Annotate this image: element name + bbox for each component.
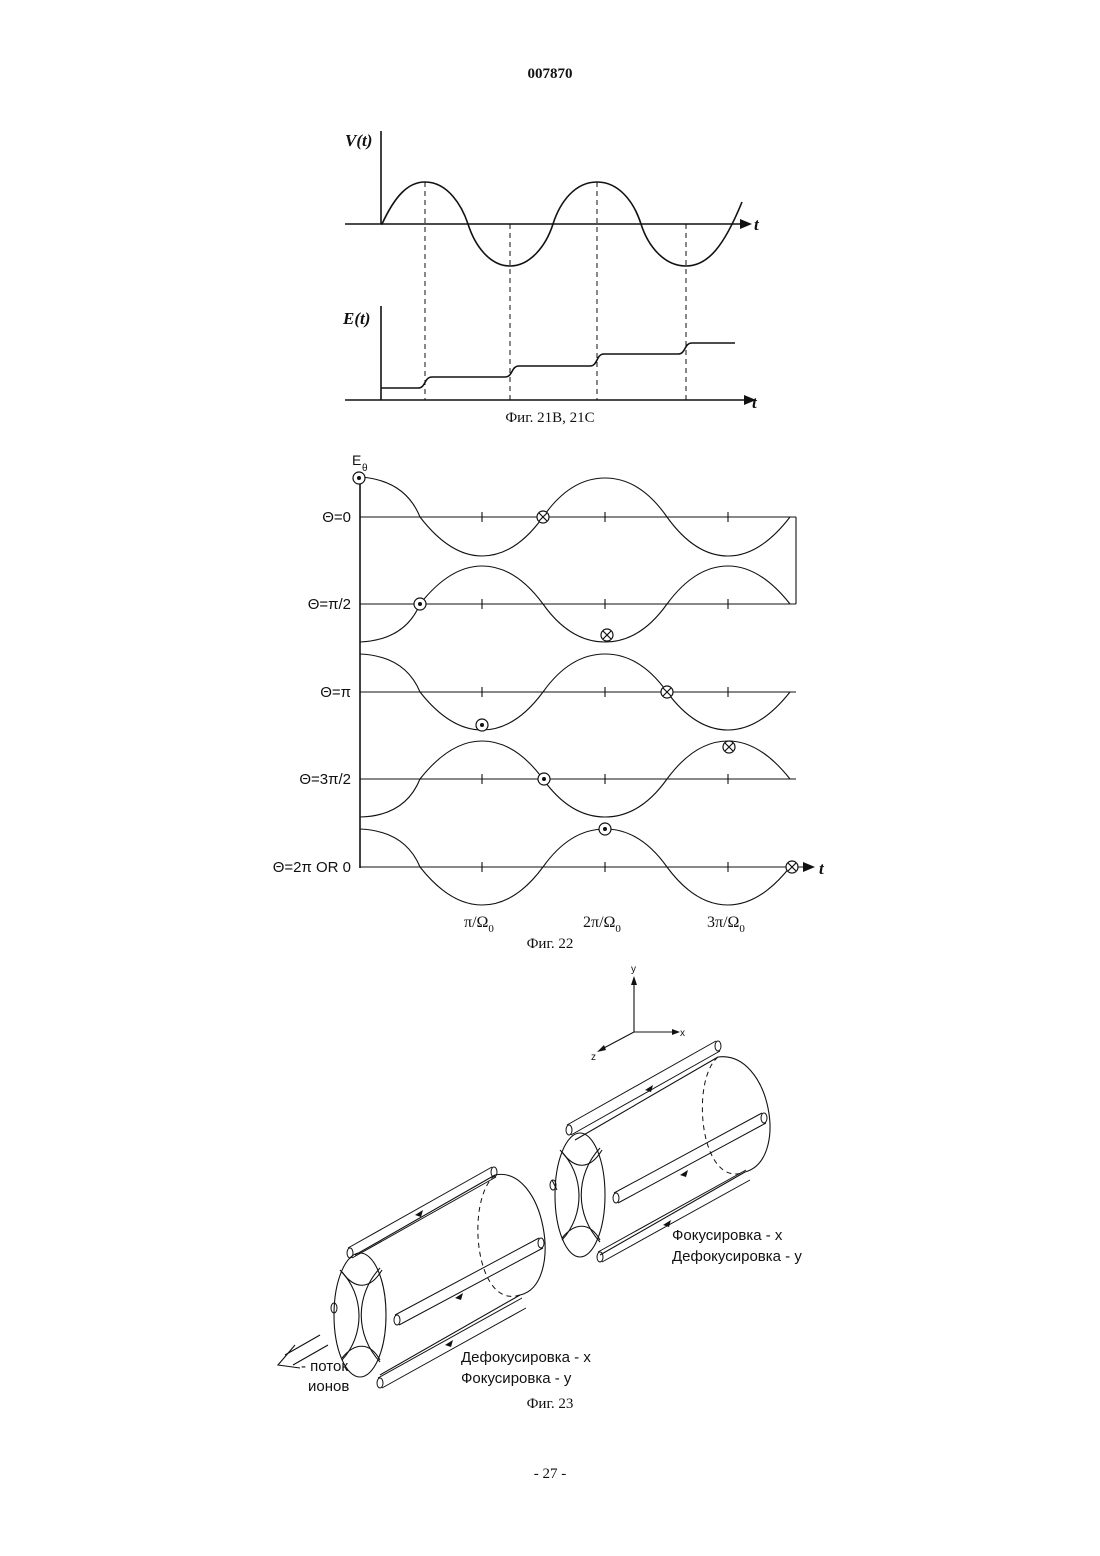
v-t-label: t <box>754 215 760 234</box>
right-label-line1: Фокусировка - x <box>672 1227 783 1244</box>
figure-22-field-phases: E θ Θ=0 Θ=π/2 Θ=π Θ=3π/2 Θ=2π OR 0 t <box>0 445 1100 945</box>
baselines <box>360 517 805 867</box>
figure-23-quadrupole-lenses: y x z <box>0 965 1100 1395</box>
row-label-4: Θ=2π OR 0 <box>273 859 351 876</box>
axis-x-label: x <box>680 1028 685 1039</box>
document-number: 007870 <box>0 66 1100 83</box>
fig22-t-label: t <box>819 859 825 878</box>
e-theta-sub: θ <box>362 463 368 474</box>
page-number: - 27 - <box>0 1466 1100 1483</box>
v-label: V(t) <box>345 131 372 150</box>
ion-label-line1: - поток <box>301 1358 348 1375</box>
tick-label-3: 3π/Ω0 <box>707 914 745 935</box>
figure-21-waveforms: V(t) t E(t) t <box>0 120 1100 415</box>
row-label-3: Θ=3π/2 <box>299 771 351 788</box>
tick-label-1: π/Ω0 <box>464 914 494 935</box>
axis-y-label: y <box>631 965 636 975</box>
left-label-line2: Фокусировка - y <box>461 1370 572 1387</box>
axis-z-label: z <box>591 1052 596 1063</box>
tick-label-2: 2π/Ω0 <box>583 914 621 935</box>
e-label: E(t) <box>342 309 370 328</box>
ion-label-line2: ионов <box>308 1378 349 1395</box>
row-label-1: Θ=π/2 <box>308 596 351 613</box>
left-label-line1: Дефокусировка - x <box>461 1349 591 1366</box>
caption-fig21: Фиг. 21В, 21С <box>0 410 1100 427</box>
e-theta-label: E <box>352 452 361 468</box>
coordinate-axes <box>597 976 680 1052</box>
row-label-2: Θ=π <box>320 684 351 701</box>
caption-fig23: Фиг. 23 <box>0 1396 1100 1413</box>
caption-fig22: Фиг. 22 <box>0 936 1100 953</box>
row-label-0: Θ=0 <box>322 509 351 526</box>
e-staircase <box>381 343 735 388</box>
v-time-arrow <box>740 219 752 229</box>
fig22-t-arrow <box>803 862 815 872</box>
right-label-line2: Дефокусировка - y <box>672 1248 802 1265</box>
